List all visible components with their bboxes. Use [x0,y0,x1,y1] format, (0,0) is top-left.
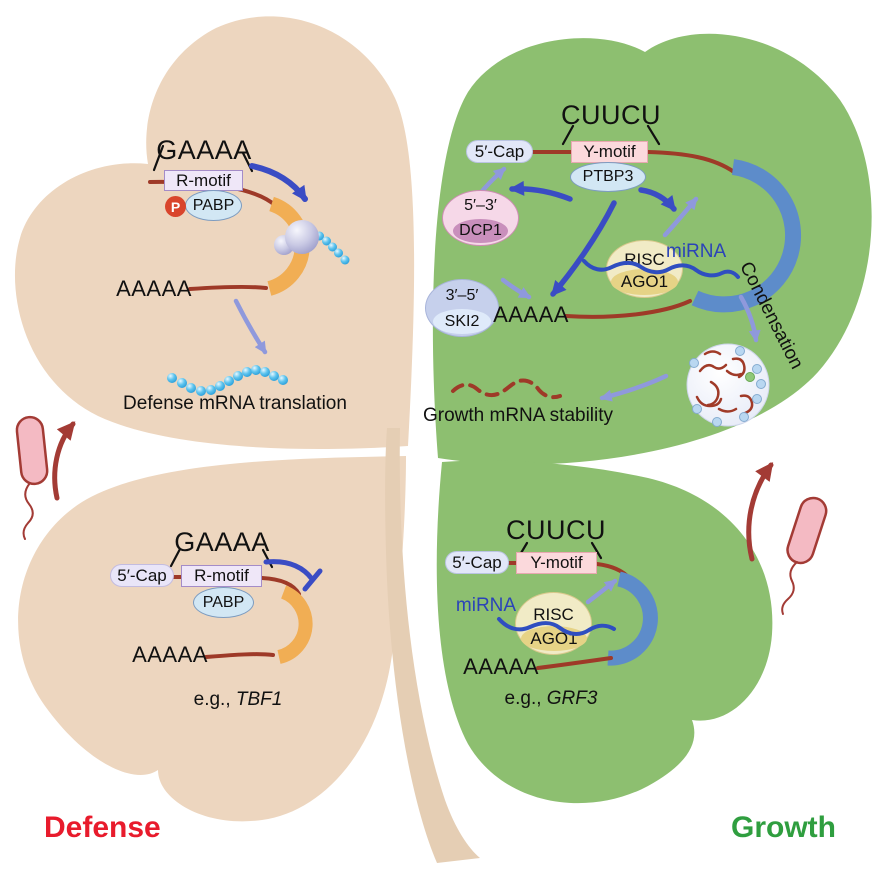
inhibition-line [263,559,315,582]
sequence-cuucu-top: CUUCU [561,100,661,130]
mrna-line [536,656,613,670]
example-tbf1: e.g., TBF1 [194,690,283,709]
five-prime-cap-top: 5′-Cap [466,140,533,163]
leaf-defense-top [14,16,415,449]
mrna-line [204,652,275,659]
poly-a-defense-top: AAAAA [116,276,192,301]
orf-arc [607,571,658,666]
r-motif-box-top: R-motif [164,170,243,191]
example-grf3: e.g., GRF3 [505,689,598,708]
risc-label: RISC [533,605,574,624]
clover-leaves [14,16,872,863]
mrna-line [260,576,301,596]
seq-connector-line [590,541,603,560]
orf-arc [277,585,313,664]
flagellum [781,561,798,615]
decapping-arrow [509,180,573,202]
condensate-icon [686,343,770,427]
example-prefix: e.g., [193,689,236,710]
example-prefix: e.g., [504,688,547,709]
risc-protect-arrow [662,196,699,238]
sequence-gaaaa-top: GAAAA [156,135,252,165]
gene-tbf1: TBF1 [235,689,283,710]
dcp1-label: DCP1 [453,219,508,243]
defense-induction-arrow [52,421,76,501]
seq-connector-line [561,124,575,146]
sequence-cuucu-bottom: CUUCU [506,515,606,545]
growth-bottom-art [503,541,658,670]
pabp-ellipse-bottom: PABP [193,587,254,618]
ribosome-icon [274,220,319,255]
leaf-defense-bottom [18,456,406,822]
deadenylation-arrow [550,200,617,297]
decay-direction-5-3: 5′–3′ [464,197,497,214]
flagellum [22,482,34,540]
defense-title: Defense [44,811,161,844]
ski2-exosome-complex: 3′–5′ SKI2 [425,279,499,337]
leaf-growth-bottom [436,460,773,804]
seq-connector-line [152,144,165,172]
phospho-p-badge: P [165,196,186,217]
mrna-line [188,284,268,291]
mrna-line [564,299,692,319]
dcp1-decapping-complex: 5′–3′ DCP1 [442,190,519,246]
bacterium-left-icon [15,415,49,540]
risc-target-arrow [638,187,677,212]
stability-arrow [599,373,669,402]
mirna-label-bottom: miRNA [455,595,517,616]
growth-title: Growth [731,811,836,844]
inhibition-bar [302,568,323,592]
risc-complex-bottom: RISC AGO1 [515,592,592,655]
growth-stability-caption: Growth mRNA stability [422,405,614,426]
translation-arrow [249,163,308,202]
output-arrow [233,298,268,355]
growth-top-art [451,124,802,427]
r-motif-box-bottom: R-motif [181,565,262,587]
peptide-chain-icon [167,365,288,396]
y-motif-box-top: Y-motif [571,141,648,163]
sequence-gaaaa-bottom: GAAAA [174,527,270,557]
clover-stem [385,428,480,863]
degraded-mrna-dashes [451,378,562,400]
orf-arc [691,159,802,313]
poly-a-growth-top: AAAAA [493,302,569,327]
pabp-ellipse-top: PABP [185,190,242,221]
seq-connector-line [169,547,182,568]
condensate-green-dot [745,372,755,382]
ptbp3-ellipse: PTBP3 [570,162,646,192]
five-prime-cap-defense: 5′-Cap [110,564,174,587]
gene-grf3: GRF3 [546,688,598,709]
seq-connector-line [646,124,661,146]
condensation-arrow [738,294,761,343]
decay-direction-3-5: 3′–5′ [445,287,479,304]
mrna-line [646,150,736,174]
y-motif-box-bottom: Y-motif [516,552,597,574]
poly-a-growth-bottom: AAAAA [463,654,539,679]
bacterium-right-icon [781,496,828,615]
ski2-label: SKI2 [433,309,491,334]
exosome-arrow [500,277,532,300]
poly-a-defense-bottom: AAAAA [132,642,208,667]
risc-protect-arrow [585,578,618,605]
mirna-label-top: miRNA [666,241,727,262]
defense-translation-caption: Defense mRNA translation [123,393,347,414]
ago1-label: AGO1 [611,269,678,295]
growth-induction-arrow [746,462,774,562]
five-prime-cap-growth: 5′-Cap [445,551,509,574]
ago1-label: AGO1 [521,626,587,651]
